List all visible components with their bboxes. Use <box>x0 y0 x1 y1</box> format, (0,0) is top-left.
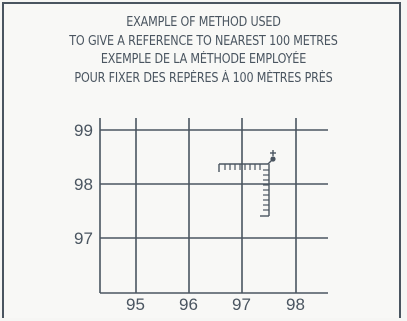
easting-label-98: 98 <box>286 295 305 314</box>
diagram-heading: EXAMPLE OF METHOD USED TO GIVE A REFEREN… <box>0 14 407 88</box>
reference-point-marker <box>267 150 276 165</box>
easting-scale-marker <box>218 163 268 172</box>
easting-label-96: 96 <box>179 295 198 314</box>
heading-line-4: POUR FIXER DES REPÈRES À 100 MÈTRES PRÈS <box>74 70 333 86</box>
heading-line-3: EXEMPLE DE LA MÉTHODE EMPLOYÉE <box>100 52 307 67</box>
diagram-frame <box>2 2 401 318</box>
grid-lines <box>99 118 328 294</box>
northing-label-97: 97 <box>74 229 93 248</box>
northing-label-99: 99 <box>74 121 93 140</box>
heading-line-2: TO GIVE A REFERENCE TO NEAREST 100 METRE… <box>69 33 338 49</box>
easting-label-95: 95 <box>126 295 145 314</box>
heading-line-1: EXAMPLE OF METHOD USED <box>126 15 281 30</box>
easting-label-97: 97 <box>232 295 251 314</box>
northing-label-98: 98 <box>74 175 93 194</box>
northing-scale-marker <box>260 164 270 217</box>
